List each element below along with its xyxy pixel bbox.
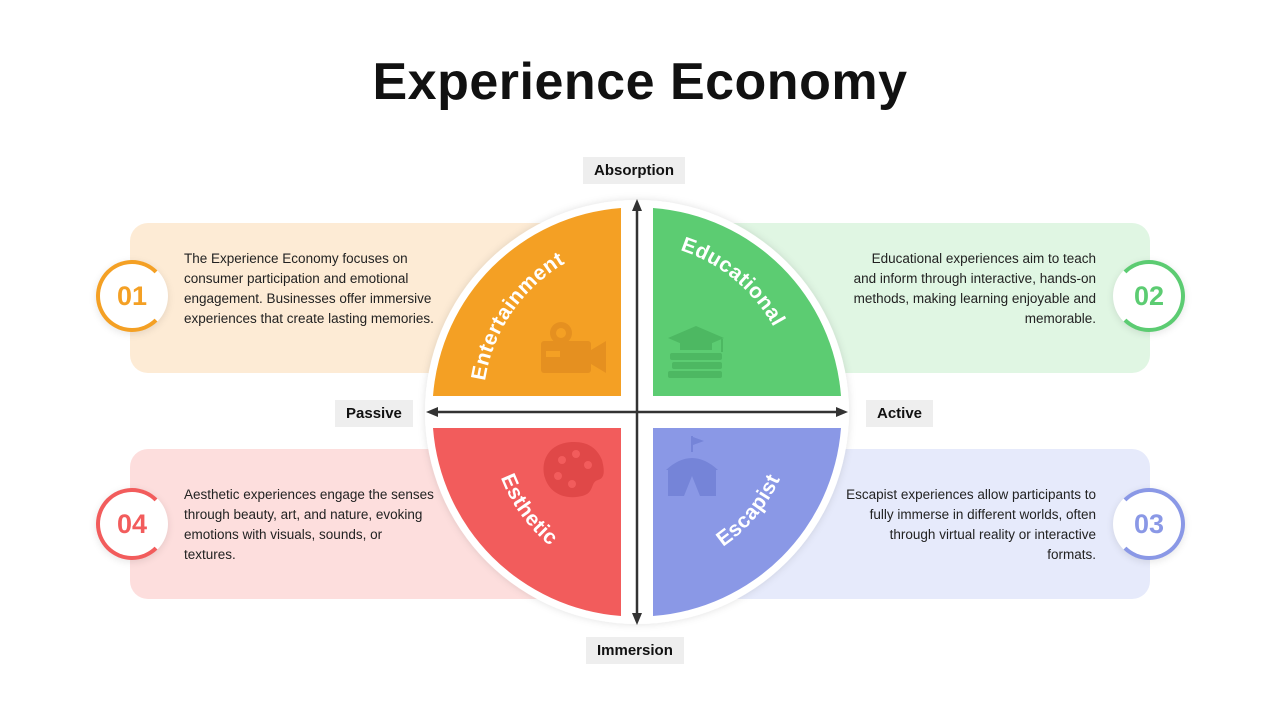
- axis-arrow-down: [632, 613, 642, 625]
- axis-arrow-up: [632, 199, 642, 211]
- axis-label-passive: Passive: [335, 400, 413, 427]
- number-badge-04: 04: [96, 488, 168, 560]
- description-escapist: Escapist experiences allow participants …: [846, 487, 1096, 562]
- axis-arrow-left: [426, 407, 438, 417]
- number-badge-02: 02: [1113, 260, 1185, 332]
- graduation-books-icon: [668, 326, 724, 378]
- movie-camera-icon: [541, 322, 606, 373]
- number-badge-01: 01: [96, 260, 168, 332]
- axis-arrow-right: [836, 407, 848, 417]
- description-esthetic: Aesthetic experiences engage the senses …: [184, 487, 434, 562]
- axis-label-active: Active: [866, 400, 934, 427]
- description-educational: Educational experiences aim to teach and…: [853, 251, 1096, 326]
- page-title: Experience Economy: [372, 53, 908, 111]
- axis-label-immersion: Immersion: [586, 637, 684, 664]
- description-entertainment: The Experience Economy focuses on consum…: [184, 251, 434, 326]
- axis-label-absorption: Absorption: [583, 157, 685, 184]
- circus-tent-icon: [666, 436, 718, 496]
- paint-palette-icon: [543, 442, 604, 498]
- number-badge-03: 03: [1113, 488, 1185, 560]
